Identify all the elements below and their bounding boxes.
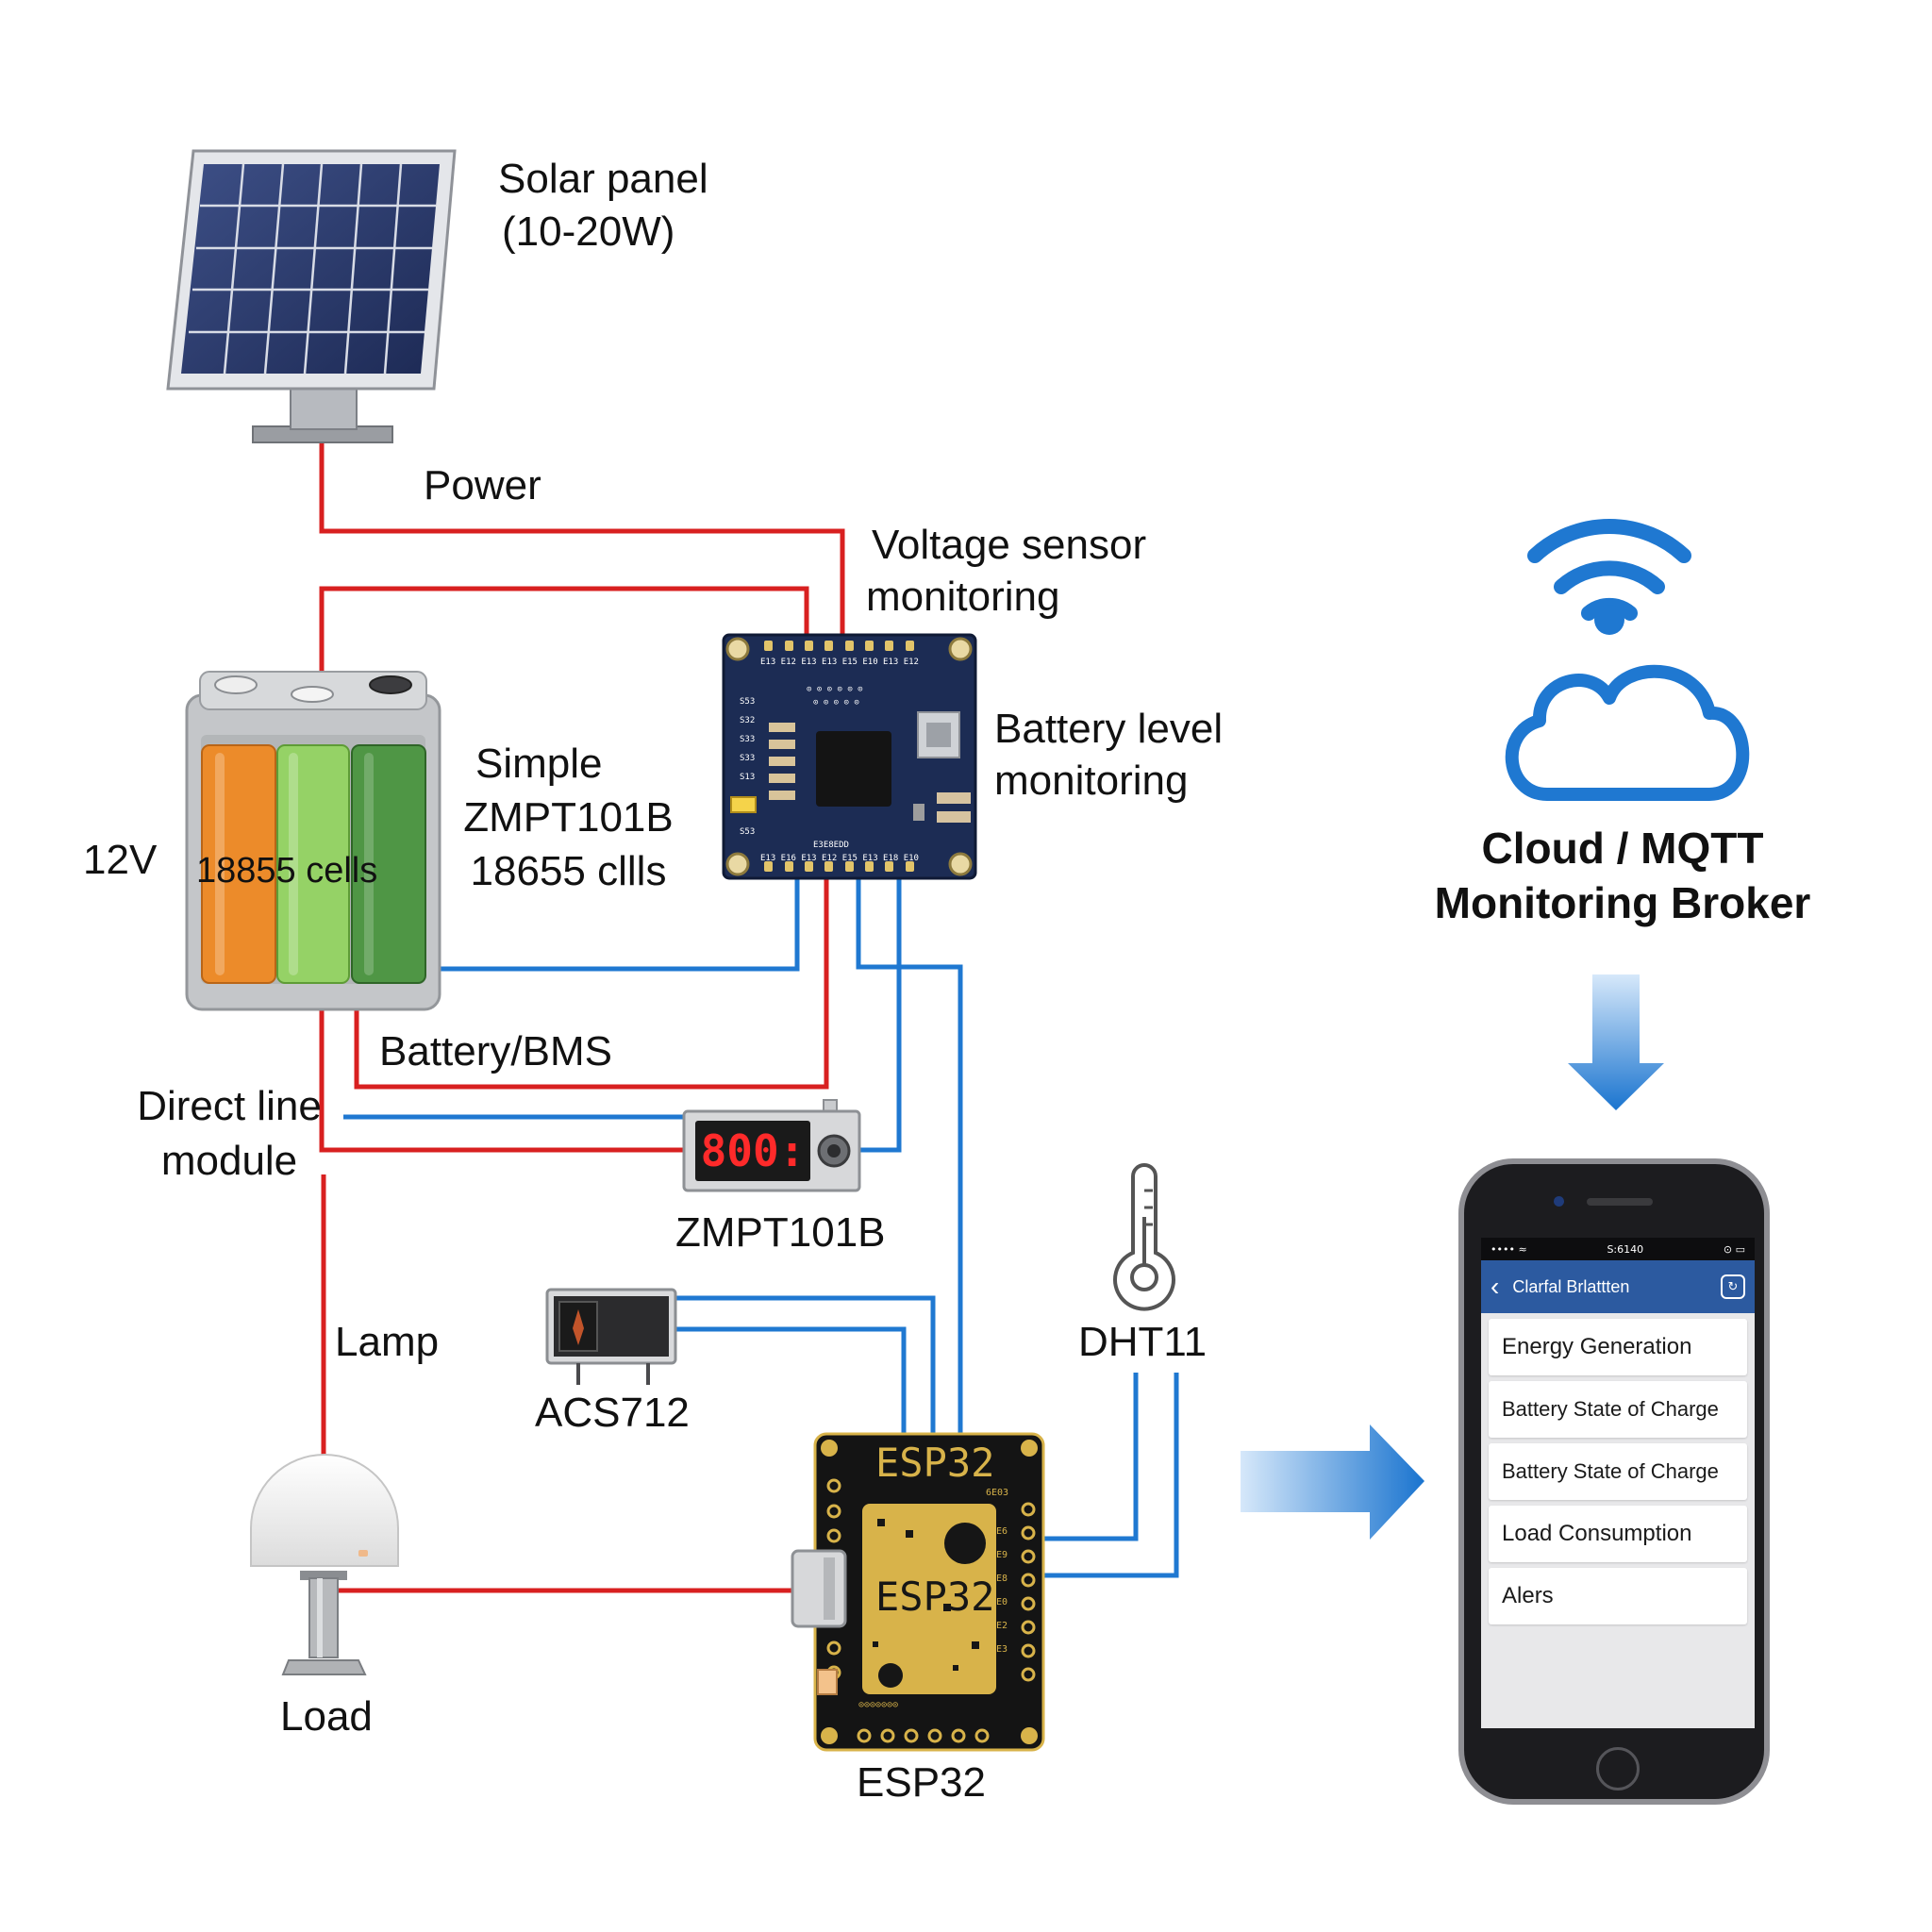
svg-text:E6: E6 xyxy=(996,1526,1008,1537)
lamp-icon xyxy=(250,1454,399,1675)
svg-text:E3E8EDD: E3E8EDD xyxy=(813,841,849,850)
smartphone: •••• ≈ S:6140 ⊙ ▭ ‹ Clarfal Brlattten ↻ … xyxy=(1458,1158,1770,1805)
wire-battery-to-sensor xyxy=(319,586,809,677)
voltage-sensor-board-icon: E13 E12 E13 E13 E15 E10 E13 E12 E13 E16 … xyxy=(722,633,977,880)
svg-text:⊙ ⊙ ⊙ ⊙ ⊙ ⊙: ⊙ ⊙ ⊙ ⊙ ⊙ ⊙ xyxy=(807,685,863,694)
refresh-icon[interactable]: ↻ xyxy=(1721,1274,1745,1299)
home-button[interactable] xyxy=(1596,1747,1640,1790)
signal-wires xyxy=(343,873,1179,1578)
battery-cells-label: 18855 cells xyxy=(196,851,378,891)
wire-dht-2 xyxy=(1025,1373,1179,1578)
wifi-icon xyxy=(1527,518,1691,635)
wire-sensor-to-bms xyxy=(354,873,829,1090)
svg-text:S13: S13 xyxy=(740,773,755,782)
front-camera xyxy=(1554,1196,1564,1207)
zmpt101b-display-module-icon xyxy=(682,1099,861,1192)
battery-pack-icon xyxy=(185,671,441,1011)
signal-wifi-status: •••• ≈ xyxy=(1491,1242,1527,1256)
simple-zmpt-label: Simple ZMPT101B 18655 cllls xyxy=(463,741,674,894)
wire-sensor-to-esp32 xyxy=(856,873,963,1441)
app-bar: ‹ Clarfal Brlattten ↻ xyxy=(1481,1260,1755,1313)
wire-solar-to-sensor xyxy=(319,435,845,644)
direct-line-label: Direct line module xyxy=(137,1083,322,1184)
acs712-sensor-icon xyxy=(545,1288,677,1385)
wire-sensor-to-display xyxy=(860,873,902,1153)
solar-panel-label: Solar panel (10-20W) xyxy=(498,156,708,255)
arrow-right-icon xyxy=(1241,1424,1424,1540)
menu-item-battery-soc[interactable]: Battery State of Charge xyxy=(1489,1381,1747,1438)
arrow-down-icon xyxy=(1568,974,1664,1110)
svg-text:⊙⊙⊙⊙⊙⊙⊙: ⊙⊙⊙⊙⊙⊙⊙ xyxy=(858,1700,898,1710)
menu-item-load-consumption[interactable]: Load Consumption xyxy=(1489,1506,1747,1562)
battery-voltage-label: 12V xyxy=(83,837,158,883)
svg-text:E13 E16 E13 E12 E15 E13 E18 E1: E13 E16 E13 E12 E15 E13 E18 E10 xyxy=(760,854,919,863)
status-bar: •••• ≈ S:6140 ⊙ ▭ xyxy=(1481,1238,1755,1260)
phone-screen: •••• ≈ S:6140 ⊙ ▭ ‹ Clarfal Brlattten ↻ … xyxy=(1481,1238,1755,1728)
esp32-board-mid-label: ESP32 xyxy=(875,1574,995,1620)
status-time: S:6140 xyxy=(1607,1242,1644,1256)
power-label: Power xyxy=(424,462,541,508)
battery-bms-label: Battery/BMS xyxy=(379,1028,612,1074)
svg-text:E3: E3 xyxy=(996,1644,1008,1655)
dht11-thermometer-icon xyxy=(1113,1163,1175,1311)
svg-text:E9: E9 xyxy=(996,1550,1008,1560)
lamp-label: Lamp xyxy=(335,1319,440,1365)
status-icons: ⊙ ▭ xyxy=(1723,1242,1745,1256)
menu-item-battery-soc-2[interactable]: Battery State of Charge xyxy=(1489,1443,1747,1500)
zmpt-display-readout: 800: xyxy=(700,1125,806,1176)
svg-text:S33: S33 xyxy=(740,754,755,763)
phone-speaker xyxy=(1587,1198,1653,1206)
solar-panel-icon xyxy=(166,149,457,443)
svg-text:S33: S33 xyxy=(740,735,755,744)
wire-battery-to-display xyxy=(319,1000,687,1153)
menu-item-energy-generation[interactable]: Energy Generation xyxy=(1489,1319,1747,1375)
acs712-label: ACS712 xyxy=(535,1390,690,1436)
load-label: Load xyxy=(280,1693,373,1740)
svg-text:S53: S53 xyxy=(740,697,755,707)
app-title: Clarfal Brlattten xyxy=(1512,1276,1630,1296)
svg-text:⊙ ⊙ ⊙ ⊙ ⊙: ⊙ ⊙ ⊙ ⊙ ⊙ xyxy=(813,698,859,708)
voltage-sensor-label: Voltage sensor monitoring xyxy=(866,522,1147,620)
svg-text:E0: E0 xyxy=(996,1597,1008,1607)
svg-text:E8: E8 xyxy=(996,1574,1008,1584)
svg-text:E13 E12 E13 E13 E15 E10 E13 E1: E13 E12 E13 E13 E15 E10 E13 E12 xyxy=(760,658,919,667)
svg-text:E2: E2 xyxy=(996,1621,1008,1631)
cloud-broker-label: Cloud / MQTT Monitoring Broker xyxy=(1434,824,1811,927)
chevron-left-icon[interactable]: ‹ xyxy=(1491,1272,1500,1301)
battery-level-label: Battery level monitoring xyxy=(994,706,1224,804)
dht11-label: DHT11 xyxy=(1078,1319,1208,1365)
wire-dht-1 xyxy=(1025,1373,1139,1541)
svg-text:6E03: 6E03 xyxy=(986,1488,1008,1498)
zmpt-label: ZMPT101B xyxy=(675,1209,886,1256)
esp32-caption: ESP32 xyxy=(857,1759,986,1806)
wire-battery-to-sensor-signal xyxy=(396,873,800,972)
svg-text:S53: S53 xyxy=(740,827,755,837)
cloud-icon xyxy=(1505,664,1750,801)
power-wires xyxy=(319,435,845,1593)
wire-acs-to-esp32-1 xyxy=(675,1295,936,1441)
esp32-board-top-label: ESP32 xyxy=(875,1440,995,1486)
wire-acs-to-esp32-2 xyxy=(675,1326,907,1441)
svg-text:S32: S32 xyxy=(740,716,755,725)
menu-item-alerts[interactable]: Alers xyxy=(1489,1568,1747,1624)
